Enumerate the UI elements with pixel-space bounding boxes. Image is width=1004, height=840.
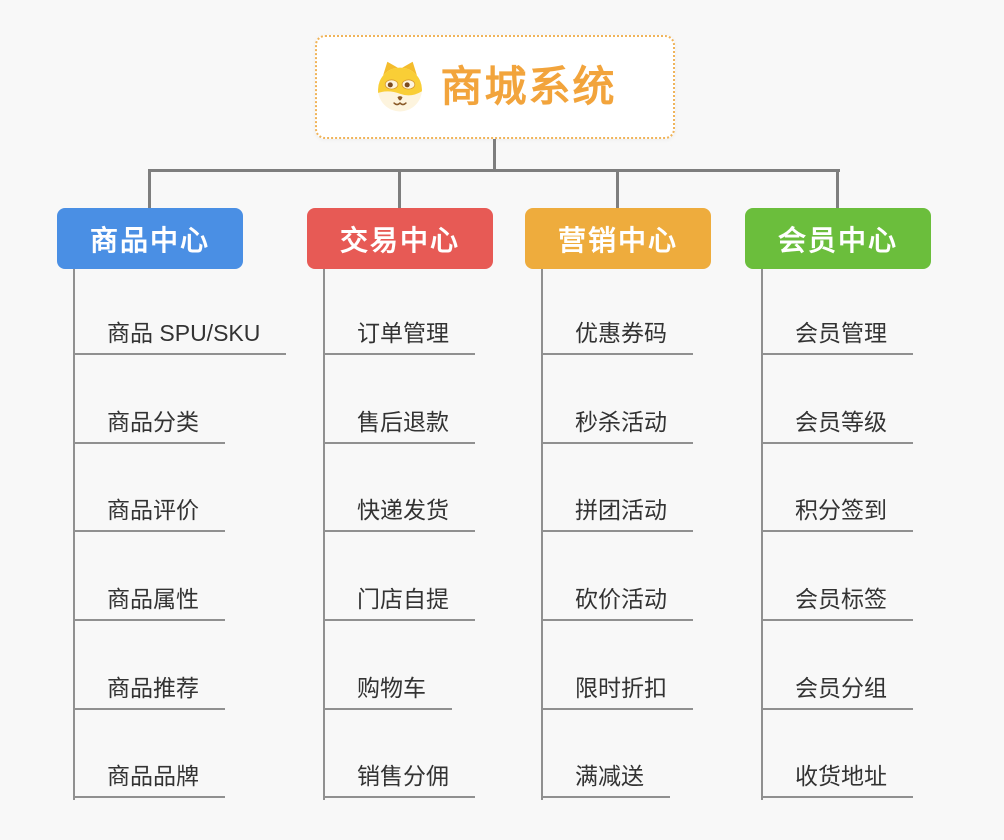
root-title: 商城系统 (440, 63, 617, 110)
connector-stub-1 (148, 169, 151, 208)
connector-root-vertical (493, 139, 496, 169)
connector-horizontal (148, 169, 840, 172)
leaf-item[interactable]: 商品评价 (73, 491, 225, 532)
branch-trade-center: 交易中心 订单管理 售后退款 快递发货 门店自提 购物车 销售分佣 (307, 208, 567, 818)
root-node[interactable]: 商城系统 (315, 35, 675, 139)
branch-header-product-center[interactable]: 商品中心 (57, 208, 243, 269)
branch-header-trade-center[interactable]: 交易中心 (307, 208, 493, 269)
branch-spine (323, 269, 325, 800)
branch-member-center: 会员中心 会员管理 会员等级 积分签到 会员标签 会员分组 收货地址 (745, 208, 1004, 818)
leaf-item[interactable]: 购物车 (323, 669, 452, 710)
connector-stub-4 (836, 169, 839, 208)
leaf-item[interactable]: 优惠券码 (541, 314, 693, 355)
leaf-item[interactable]: 商品属性 (73, 580, 225, 621)
leaf-item[interactable]: 限时折扣 (541, 669, 693, 710)
leaf-item[interactable]: 订单管理 (323, 314, 475, 355)
leaf-item[interactable]: 商品 SPU/SKU (73, 314, 287, 355)
leaf-item[interactable]: 商品分类 (73, 403, 225, 444)
leaf-item[interactable]: 快递发货 (323, 491, 475, 532)
connector-stub-3 (616, 169, 619, 208)
leaf-item[interactable]: 秒杀活动 (541, 403, 693, 444)
leaf-item[interactable]: 收货地址 (761, 757, 913, 798)
leaf-item[interactable]: 商品品牌 (73, 757, 225, 798)
leaf-item[interactable]: 会员等级 (761, 403, 913, 444)
leaf-item[interactable]: 会员标签 (761, 580, 913, 621)
leaf-item[interactable]: 满减送 (541, 757, 670, 798)
branch-product-center: 商品中心 商品 SPU/SKU 商品分类 商品评价 商品属性 商品推荐 商品品牌 (57, 208, 317, 818)
leaf-item[interactable]: 砍价活动 (541, 580, 693, 621)
leaf-item[interactable]: 会员管理 (761, 314, 913, 355)
leaf-item[interactable]: 会员分组 (761, 669, 913, 710)
branch-header-member-center[interactable]: 会员中心 (745, 208, 931, 269)
branch-header-marketing-center[interactable]: 营销中心 (525, 208, 711, 269)
branch-spine (541, 269, 543, 800)
branch-spine (73, 269, 75, 800)
leaf-item[interactable]: 销售分佣 (323, 757, 475, 798)
shiba-dog-icon (378, 61, 423, 112)
leaf-item[interactable]: 拼团活动 (541, 491, 693, 532)
branch-marketing-center: 营销中心 优惠券码 秒杀活动 拼团活动 砍价活动 限时折扣 满减送 (525, 208, 785, 818)
leaf-item[interactable]: 商品推荐 (73, 669, 225, 710)
connector-stub-2 (398, 169, 401, 208)
leaf-item[interactable]: 积分签到 (761, 491, 913, 532)
branch-spine (761, 269, 763, 800)
leaf-item[interactable]: 门店自提 (323, 580, 475, 621)
leaf-item[interactable]: 售后退款 (323, 403, 475, 444)
